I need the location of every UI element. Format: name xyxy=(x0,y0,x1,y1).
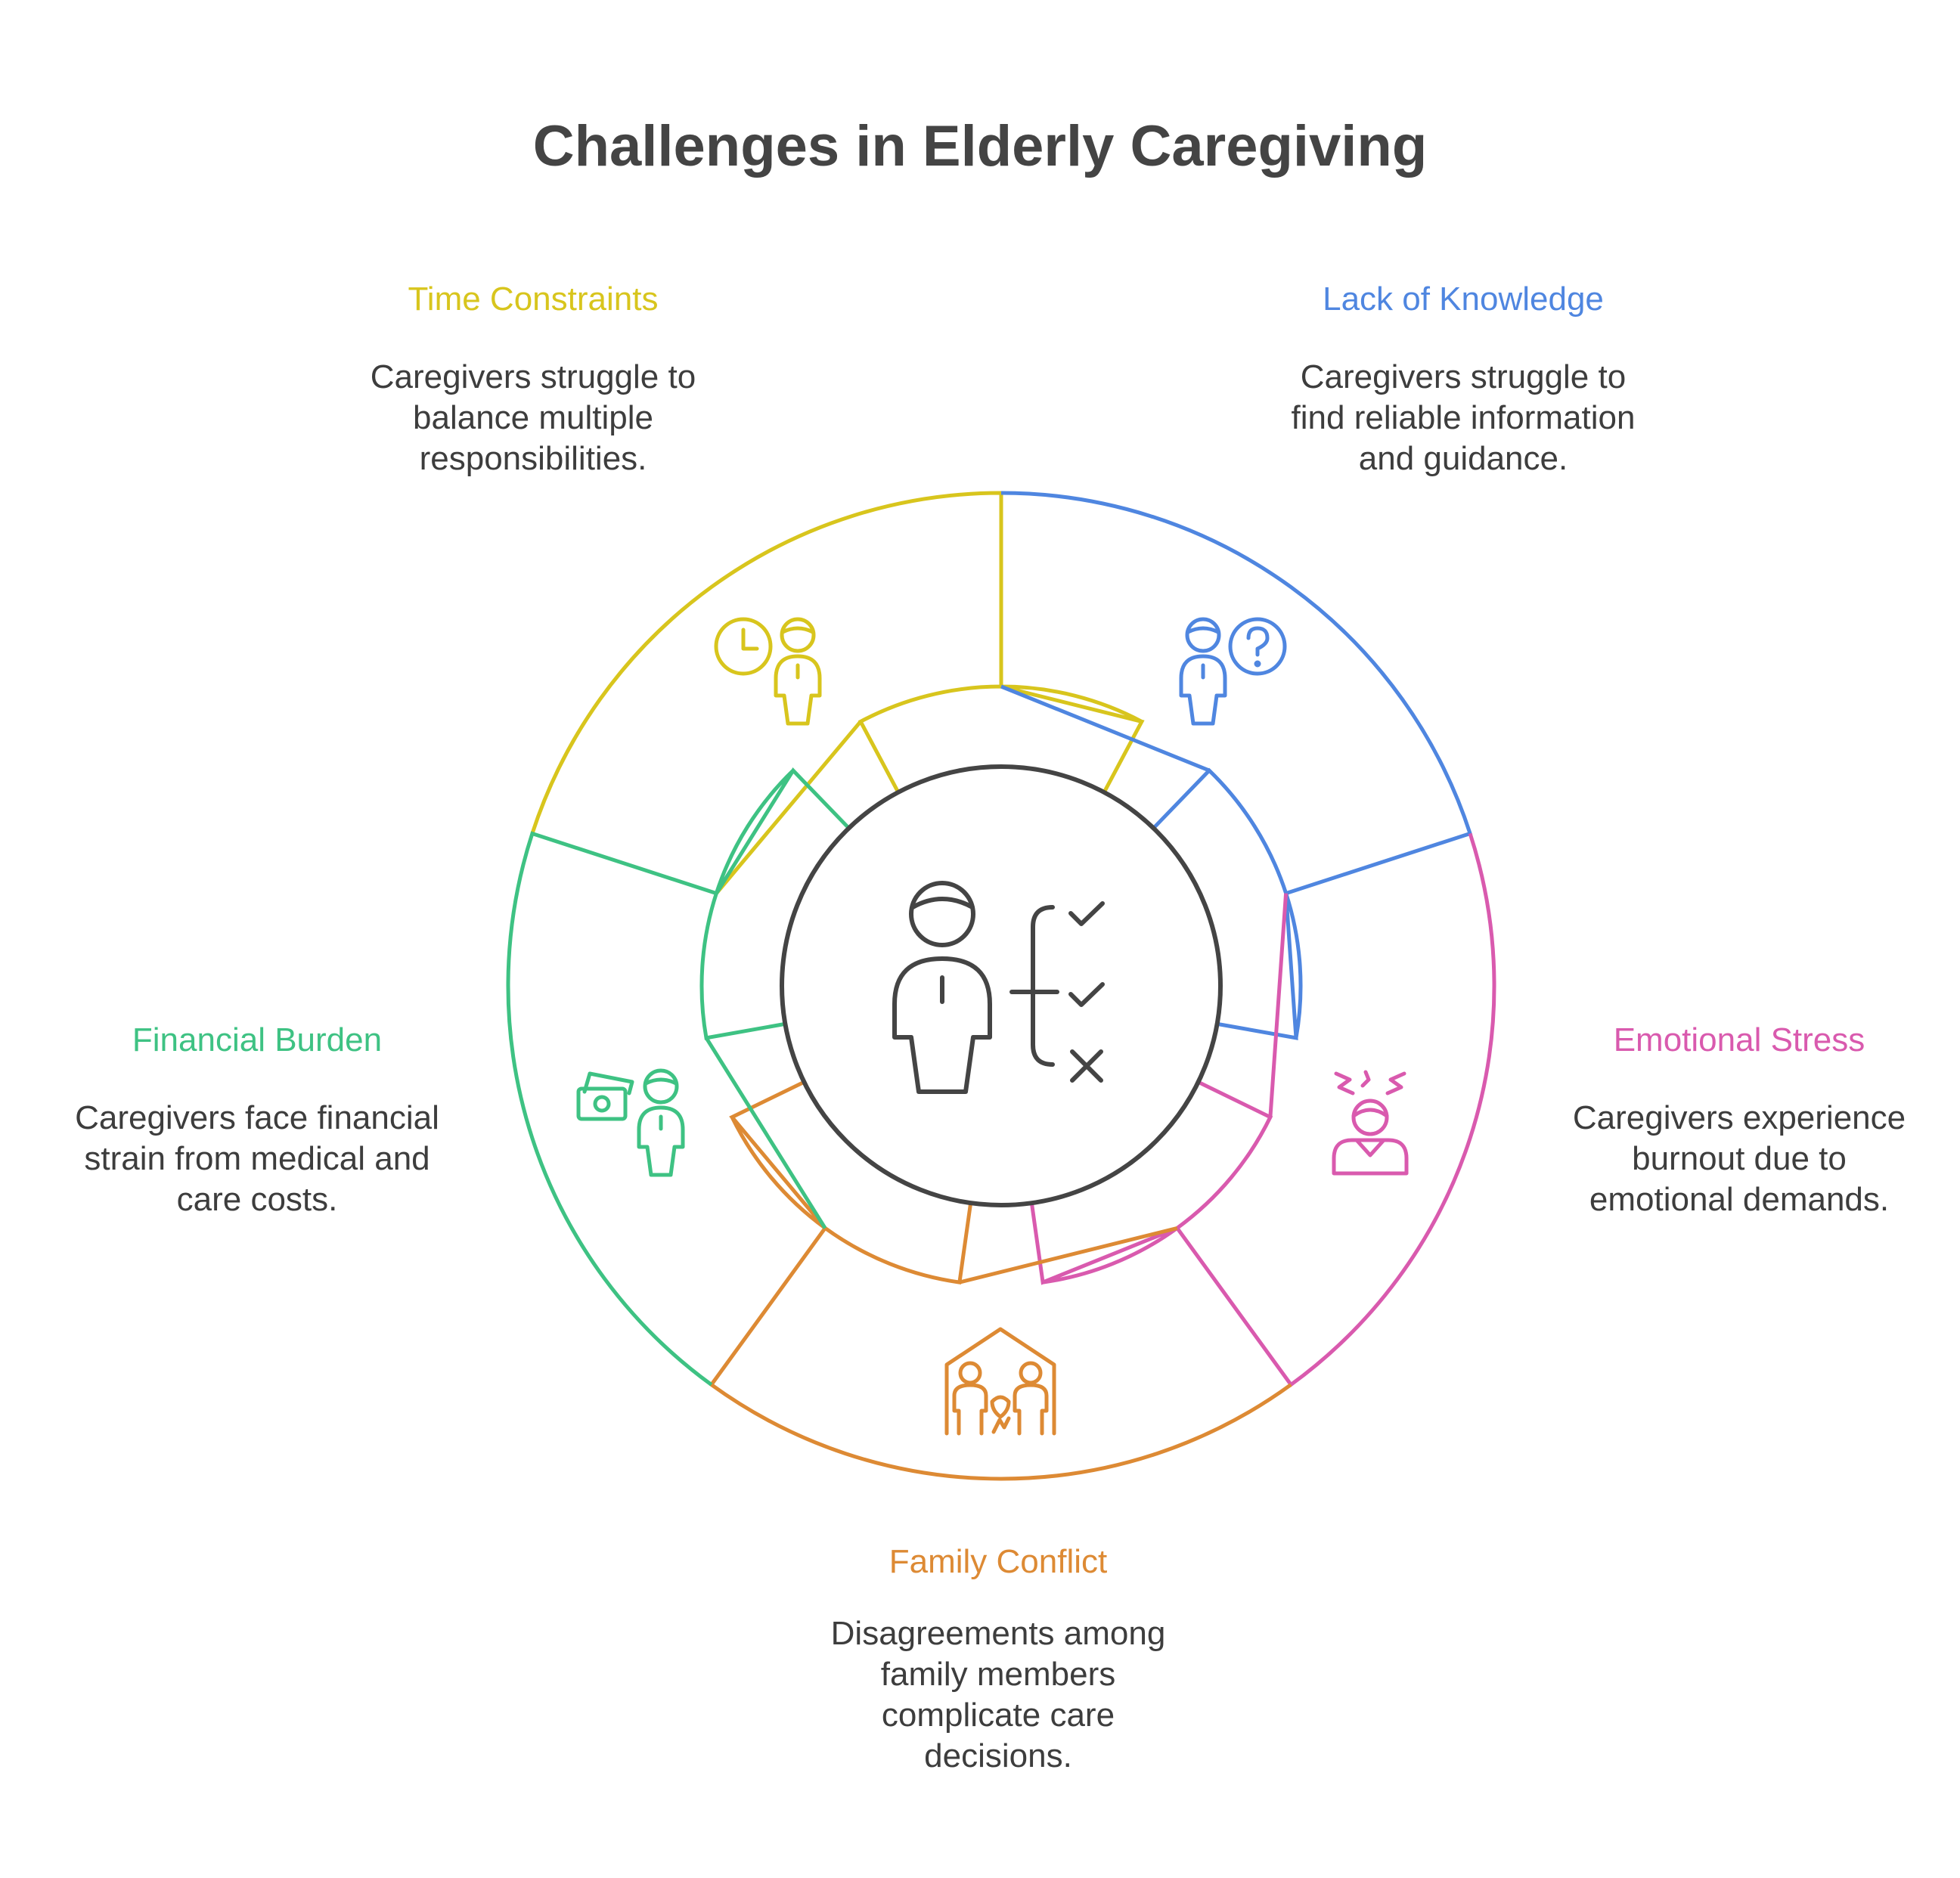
description-line: strain from medical and xyxy=(84,1140,430,1177)
clock-person-icon xyxy=(714,617,822,726)
time-constraints-label: Time Constraints xyxy=(408,280,659,318)
segment-family xyxy=(709,1080,1292,1481)
description-line: Caregivers face financial xyxy=(75,1099,439,1136)
description-line: Caregivers struggle to xyxy=(1300,358,1627,395)
description-line: Disagreements among xyxy=(830,1615,1166,1652)
description-line: family members xyxy=(880,1656,1116,1693)
lack-of-knowledge-description: Caregivers struggle to find reliable inf… xyxy=(1240,357,1686,479)
description-line: care costs. xyxy=(176,1181,338,1218)
caregiver-checklist-icon xyxy=(892,881,1105,1094)
financial-burden-label: Financial Burden xyxy=(132,1021,383,1058)
time-constraints-block: Time Constraints Caregivers struggle to … xyxy=(318,278,749,479)
family-house-icon xyxy=(944,1327,1056,1436)
stressed-person-icon xyxy=(1332,1070,1409,1176)
description-line: complicate care xyxy=(881,1697,1115,1734)
family-conflict-description: Disagreements among family members compl… xyxy=(771,1613,1225,1777)
question-person-icon xyxy=(1179,617,1287,726)
description-line: responsibilities. xyxy=(419,440,647,477)
description-line: emotional demands. xyxy=(1589,1181,1890,1218)
description-line: decisions. xyxy=(924,1737,1072,1774)
financial-burden-block: Financial Burden Caregivers face financi… xyxy=(45,1019,469,1220)
description-line: Caregivers experience xyxy=(1572,1099,1906,1136)
emotional-stress-label: Emotional Stress xyxy=(1613,1021,1865,1058)
segments-layer xyxy=(506,491,1496,1481)
segment-time xyxy=(530,491,1145,895)
family-conflict-label: Family Conflict xyxy=(889,1543,1108,1580)
money-person-icon xyxy=(576,1068,685,1177)
description-line: and guidance. xyxy=(1358,440,1568,477)
segment-knowledge xyxy=(1000,491,1473,1040)
lack-of-knowledge-block: Lack of Knowledge Caregivers struggle to… xyxy=(1240,278,1686,479)
lack-of-knowledge-label: Lack of Knowledge xyxy=(1323,280,1604,318)
description-line: Caregivers struggle to xyxy=(370,358,696,395)
description-line: burnout due to xyxy=(1632,1140,1847,1177)
emotional-stress-block: Emotional Stress Caregivers experience b… xyxy=(1527,1019,1951,1220)
center-circle xyxy=(780,764,1223,1207)
diagram-title: Challenges in Elderly Caregiving xyxy=(532,114,1428,178)
emotional-stress-description: Caregivers experience burnout due to emo… xyxy=(1527,1098,1951,1220)
financial-burden-description: Caregivers face financial strain from me… xyxy=(45,1098,469,1220)
family-conflict-block: Family Conflict Disagreements among fami… xyxy=(771,1541,1225,1777)
segment-emotional xyxy=(1030,832,1496,1387)
time-constraints-description: Caregivers struggle to balance multiple … xyxy=(318,357,749,479)
segment-financial xyxy=(506,767,850,1387)
description-line: balance multiple xyxy=(413,399,653,436)
description-line: find reliable information xyxy=(1291,399,1636,436)
